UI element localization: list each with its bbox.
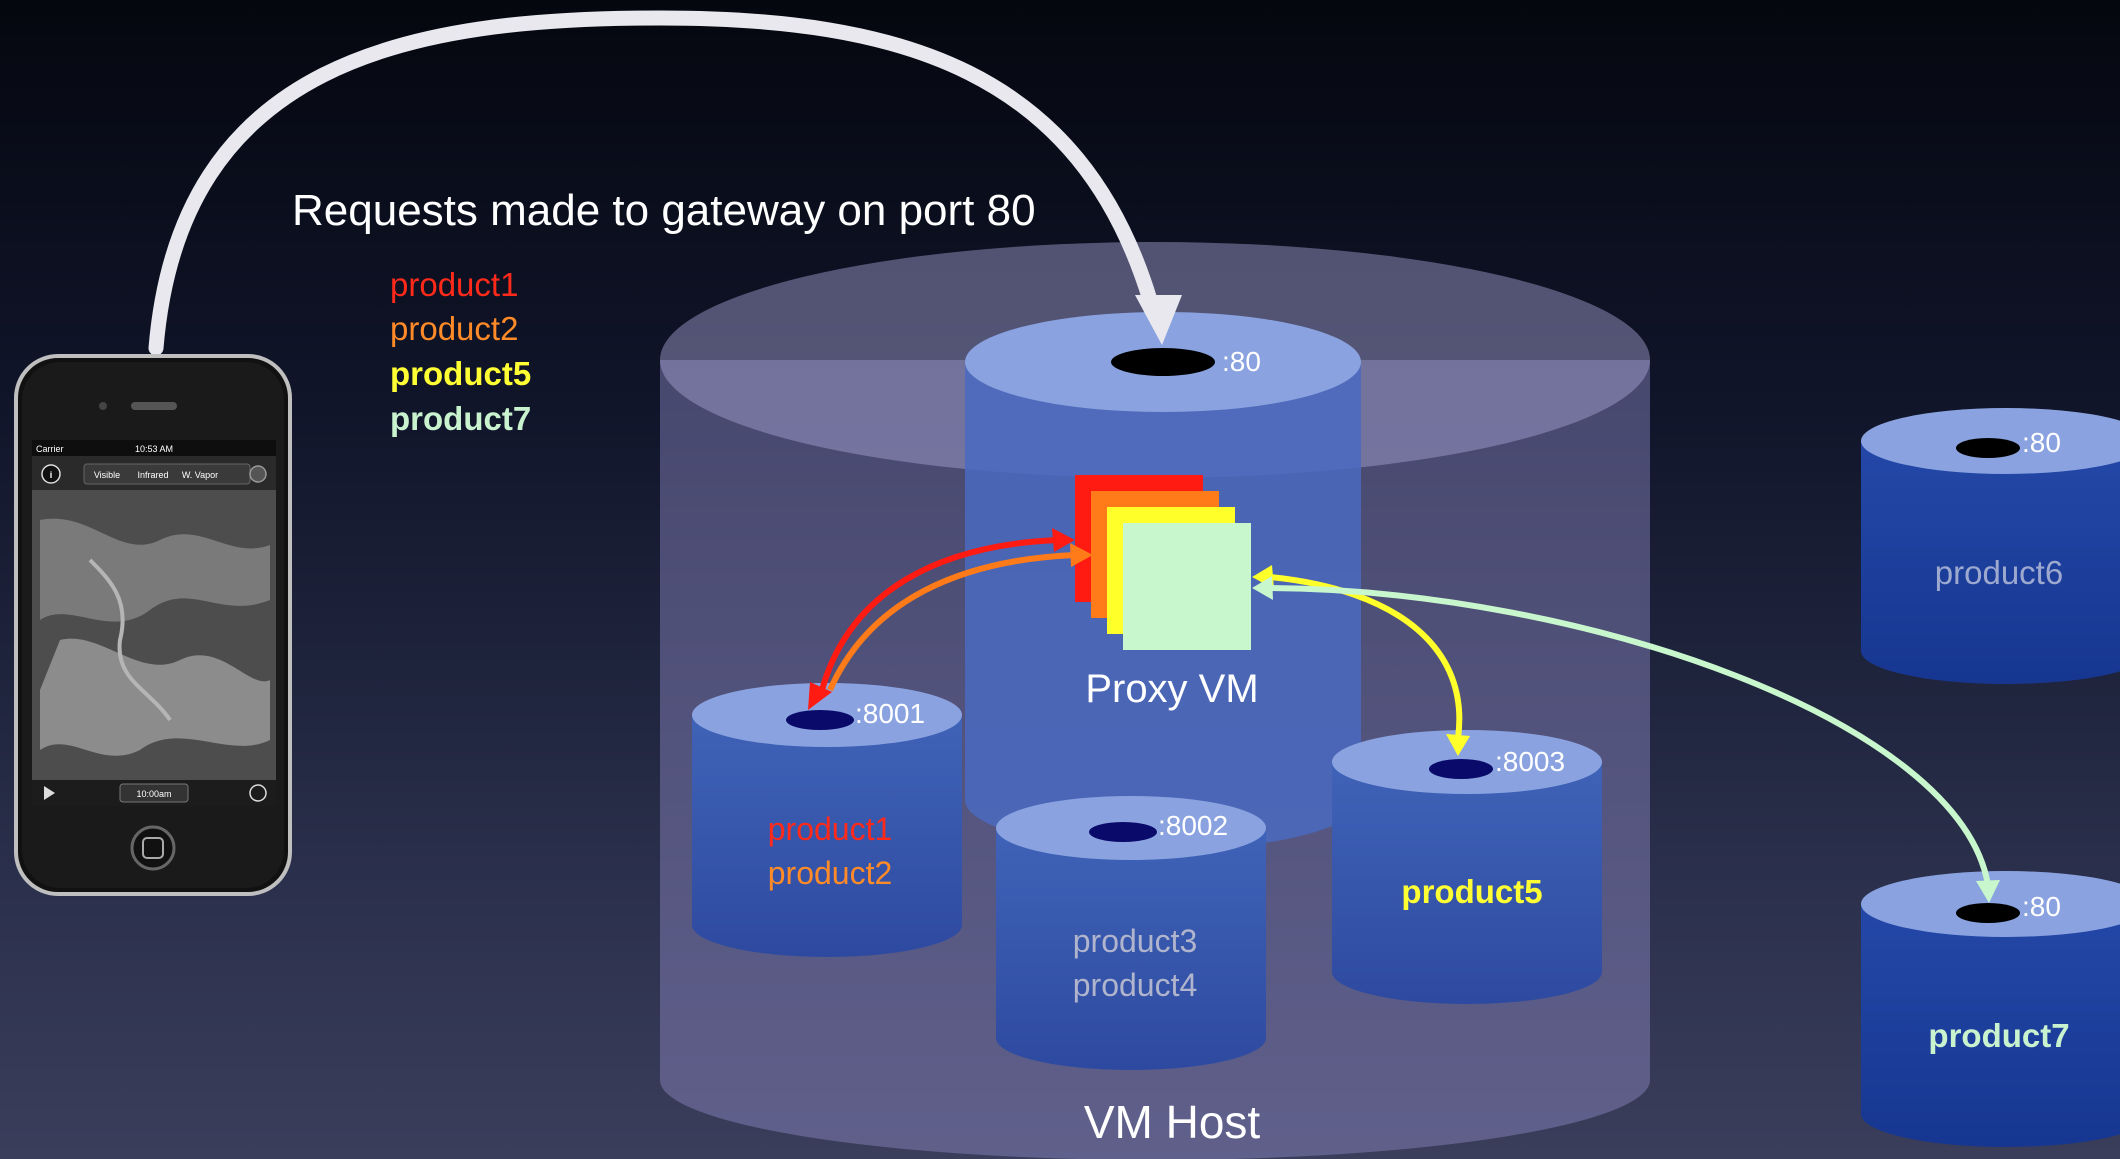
remote-7-port-hole (1956, 903, 2020, 923)
remote-6-port-label: :80 (2022, 427, 2061, 458)
arrow-product7 (1252, 576, 2000, 903)
phone: Carrier 10:53 AM i Visible Infrared W. V… (14, 354, 292, 896)
proxy-vm: :80 Proxy VM (965, 312, 1361, 850)
request-product-list: product1 product2 product5 product7 (390, 266, 531, 437)
phone-speaker (131, 402, 177, 410)
request-item-2: product2 (390, 310, 518, 347)
phone-info-glyph: i (50, 470, 53, 480)
phone-carrier: Carrier (36, 444, 64, 454)
vm-8003-port-hole (1429, 759, 1493, 779)
request-arc-arrowhead (1135, 295, 1182, 345)
remote-vm-product7: :80 product7 (1861, 871, 2120, 1147)
vm-8002: :8002 product3 product4 (996, 796, 1266, 1070)
vm-8001-product-2: product2 (768, 855, 893, 891)
phone-clock-icon[interactable] (249, 784, 267, 802)
request-item-1: product1 (390, 266, 518, 303)
vm-8002-product-1: product3 (1073, 923, 1198, 959)
remote-6-product: product6 (1935, 554, 2063, 591)
proxy-square-product7 (1123, 523, 1251, 650)
phone-segment-infrared[interactable]: Infrared (137, 470, 168, 480)
arrow-product1 (808, 528, 1075, 710)
remote-7-port-label: :80 (2022, 891, 2061, 922)
phone-camera (99, 402, 107, 410)
vm-8003-product-1: product5 (1401, 873, 1542, 910)
phone-segment-visible[interactable]: Visible (94, 470, 120, 480)
request-item-4: product7 (390, 400, 531, 437)
vm-8001-port-hole (786, 710, 854, 730)
phone-play-icon[interactable] (44, 786, 55, 800)
vm-8001-port-label: :8001 (855, 698, 925, 729)
phone-bottom-time: 10:00am (136, 789, 171, 799)
remote-vm-product6: :80 product6 (1861, 408, 2120, 684)
phone-home-button[interactable] (130, 825, 176, 871)
vm-host-label: VM Host (1084, 1096, 1261, 1148)
proxy-vm-label: Proxy VM (1085, 667, 1258, 711)
vm-8001-product-1: product1 (768, 811, 893, 847)
vm-8002-port-hole (1089, 822, 1157, 842)
vm-8001: :8001 product1 product2 (692, 683, 962, 957)
phone-info-icon[interactable] (41, 464, 61, 484)
headline: Requests made to gateway on port 80 (292, 186, 1036, 235)
remote-6-port-hole (1956, 438, 2020, 458)
vm-8002-port-label: :8002 (1158, 810, 1228, 841)
vm-8002-product-2: product4 (1073, 967, 1198, 1003)
phone-segment-wvapor[interactable]: W. Vapor (182, 470, 218, 480)
request-arc (148, 10, 1182, 356)
remote-7-product: product7 (1928, 1017, 2069, 1054)
proxy-port-hole (1111, 348, 1215, 376)
phone-time: 10:53 AM (135, 444, 173, 454)
phone-settings-icon[interactable] (249, 465, 267, 483)
arrow-product2 (827, 543, 1093, 692)
vm-8003: :8003 product5 (1332, 730, 1602, 1004)
proxy-port-label: :80 (1222, 346, 1261, 377)
request-item-3: product5 (390, 355, 531, 392)
vm-8003-port-label: :8003 (1495, 746, 1565, 777)
